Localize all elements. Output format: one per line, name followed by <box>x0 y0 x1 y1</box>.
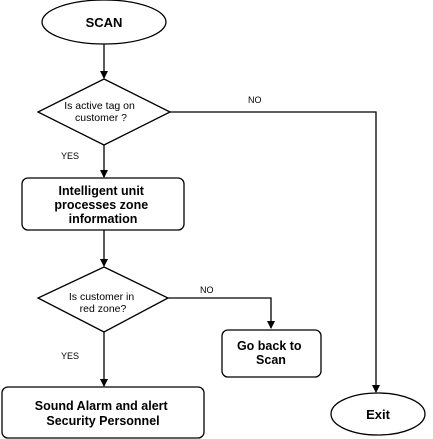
process-line3: information <box>69 212 138 226</box>
alarm-label: Sound Alarm and alert Security Personnel <box>35 399 171 428</box>
alarm-node <box>1 386 205 439</box>
decision1-yes-label: YES <box>61 151 79 161</box>
goback-line1: Go back to <box>237 339 302 353</box>
go-back-node <box>221 329 322 378</box>
edge-decision1-no <box>170 111 380 393</box>
goback-label: Go back to Scan <box>237 339 305 367</box>
decision1-label: Is active tag on customer ? <box>64 100 138 124</box>
process-label: Intelligent unit processes zone informat… <box>54 184 151 226</box>
decision2-line1: Is customer in <box>69 291 135 303</box>
start-node <box>41 0 167 45</box>
process-line1: Intelligent unit <box>59 184 145 198</box>
decision2-line2: red zone? <box>80 303 127 315</box>
decision-red-zone <box>36 266 170 333</box>
start-label: SCAN <box>86 15 123 30</box>
alarm-line1: Sound Alarm and alert <box>35 399 169 413</box>
goback-line2: Scan <box>256 353 286 367</box>
decision2-no-label: NO <box>200 285 214 295</box>
process-line2: processes zone <box>54 198 148 212</box>
decision2-yes-label: YES <box>61 351 79 361</box>
decision-active-tag <box>36 78 172 146</box>
process-zone-info <box>21 177 185 231</box>
exit-label: Exit <box>366 407 391 422</box>
decision1-line1: Is active tag on <box>64 100 135 112</box>
edge-decision2-no <box>168 297 275 329</box>
decision1-no-label: NO <box>248 95 262 105</box>
exit-node <box>330 392 426 436</box>
decision1-line2: customer ? <box>75 112 127 124</box>
decision2-label: Is customer in red zone? <box>69 291 137 315</box>
alarm-line2: Security Personnel <box>46 414 159 428</box>
